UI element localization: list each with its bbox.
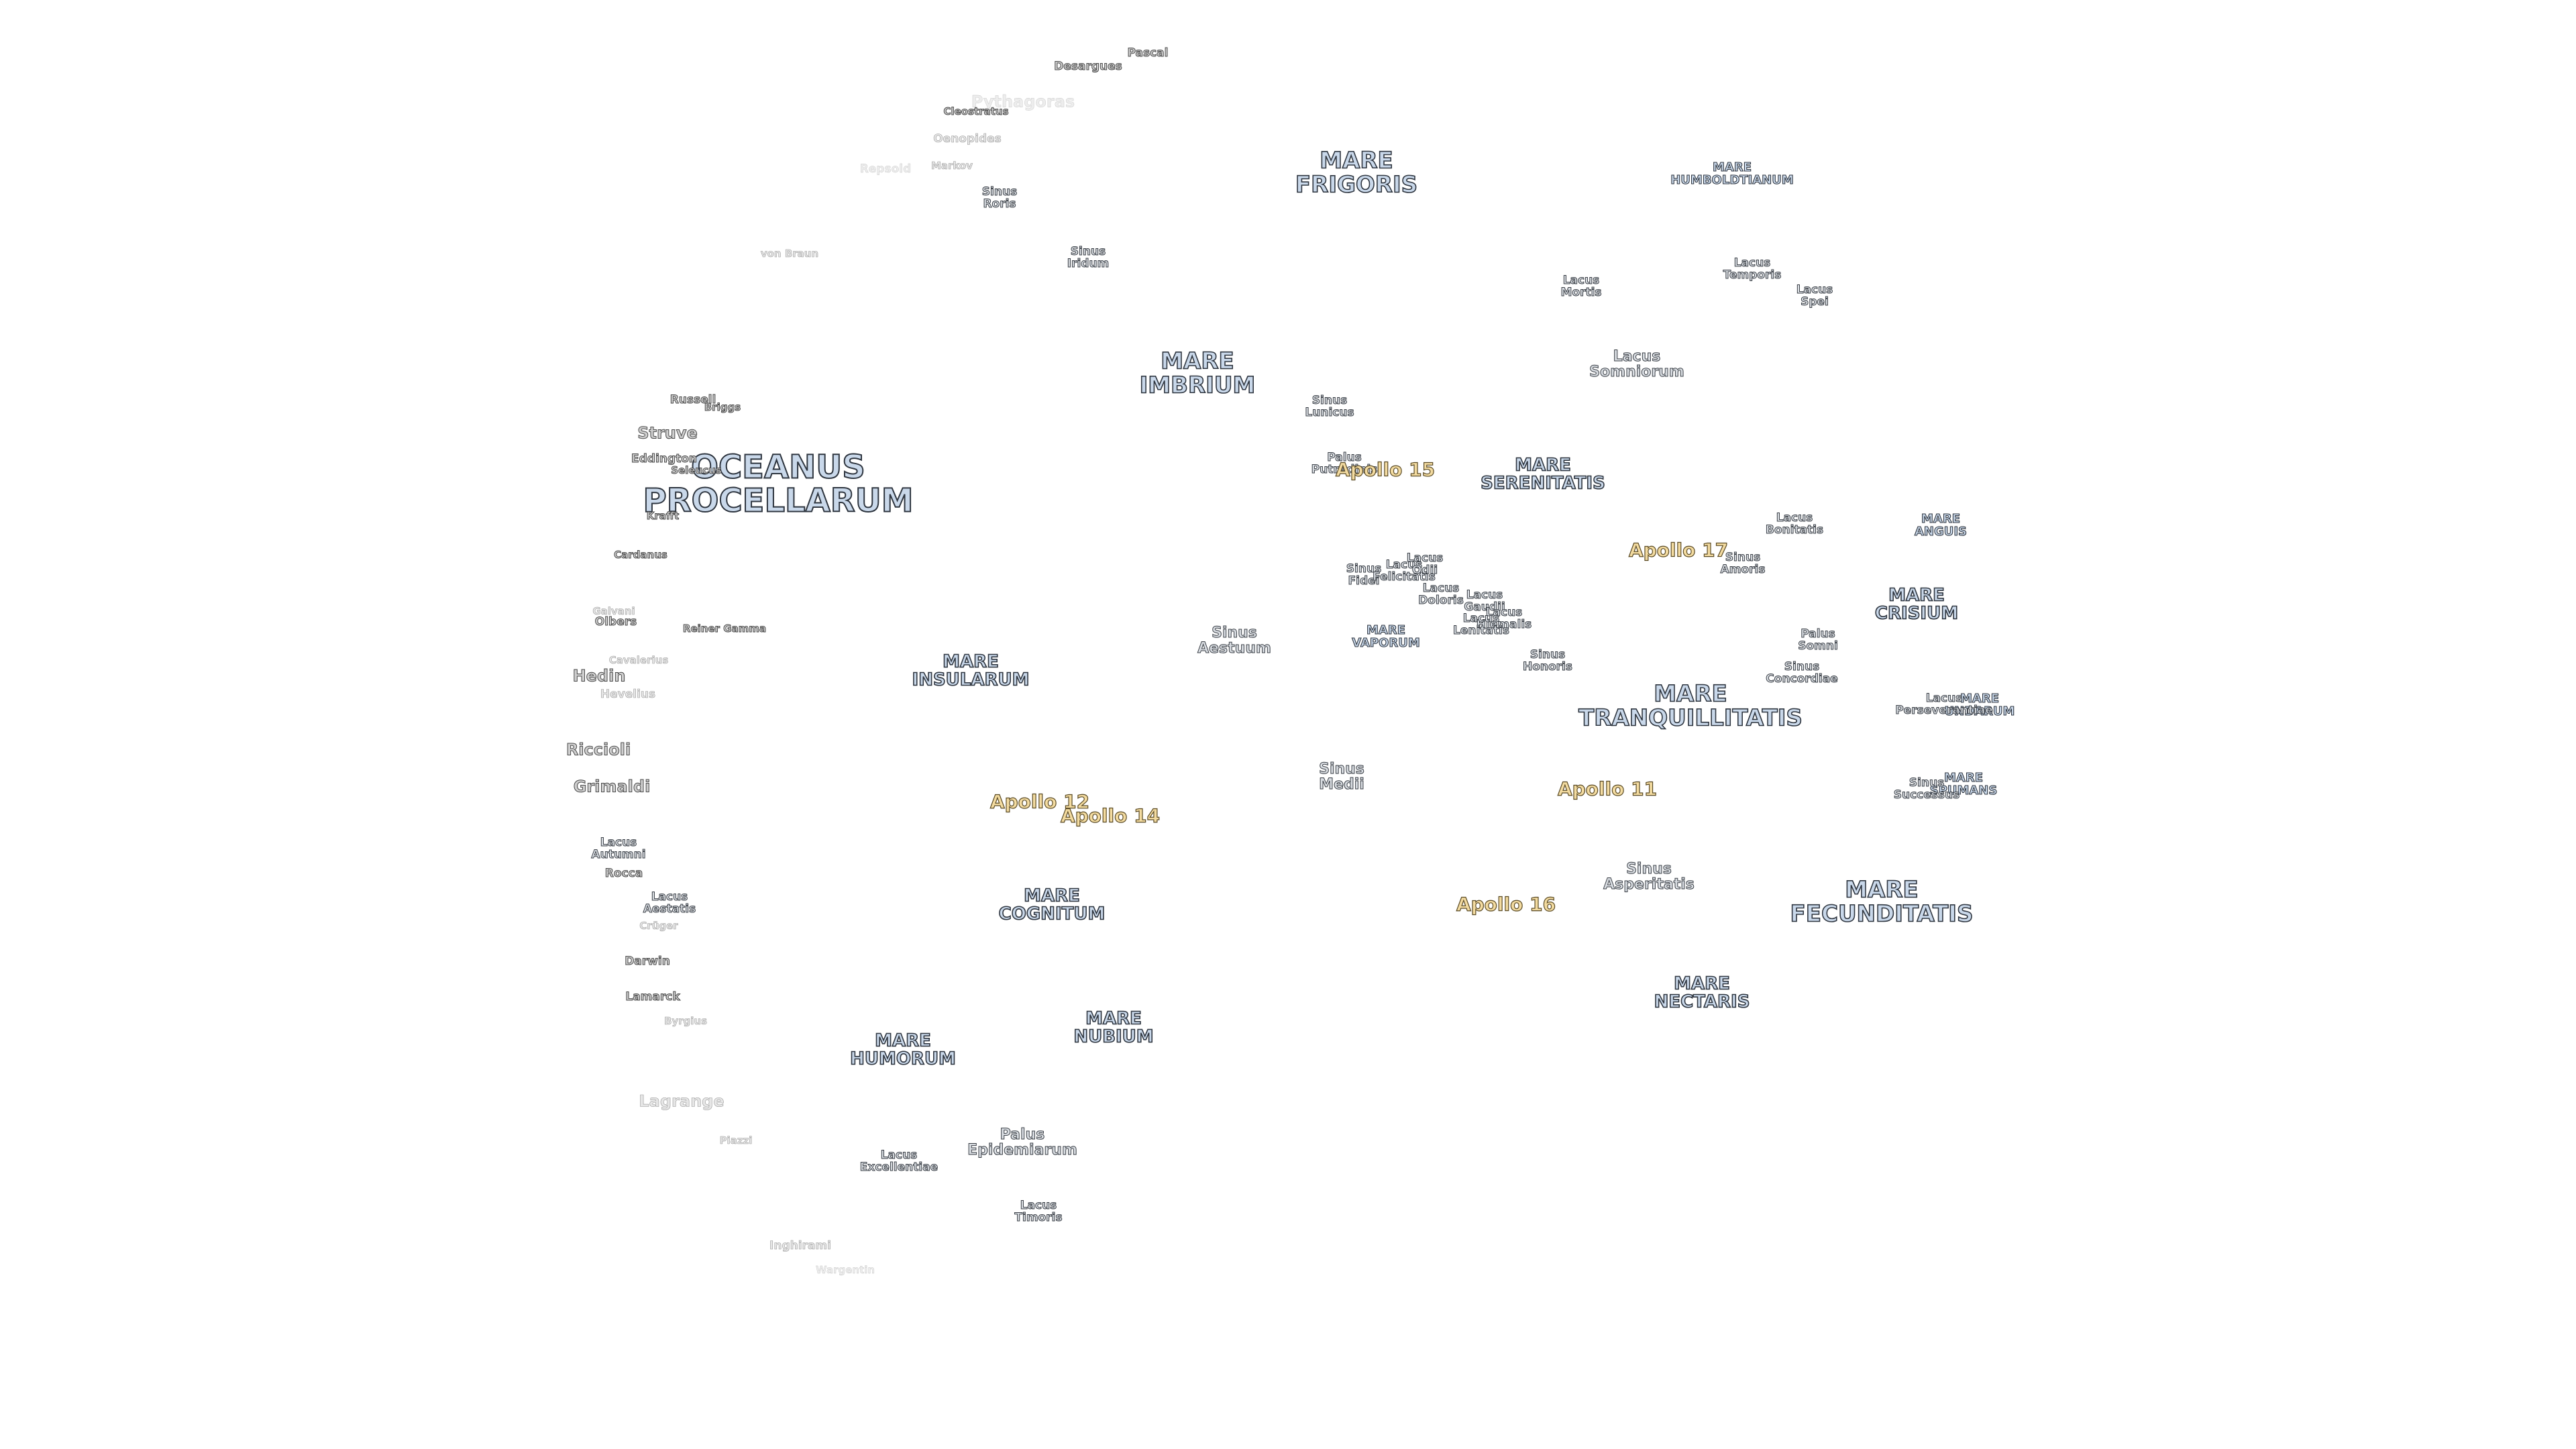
sinus-fidei-label: Sinus Fidei: [1346, 562, 1382, 588]
mare-humboldtianum-label: MARE HUMBOLDTIANUM: [1670, 160, 1794, 187]
lacus-excellentiae-label: Lacus Excellentiae: [859, 1148, 938, 1174]
crater-cavalerius-label: Cavalerius: [608, 654, 669, 667]
crater-von-braun-label: von Braun: [760, 248, 819, 260]
crater-wargentin-label: Wargentin: [815, 1264, 875, 1277]
crater-lamarck-label: Lamarck: [625, 990, 680, 1004]
crater-pythagoras-label: Pythagoras: [971, 92, 1075, 111]
mare-nubium-label: MARE NUBIUM: [1073, 1008, 1155, 1047]
crater-pascal-label: Pascal: [1127, 46, 1169, 60]
crater-inghirami-label: Inghirami: [769, 1239, 832, 1253]
crater-eddington-label: Eddington: [631, 452, 698, 466]
apollo-16-label: Apollo 16: [1456, 893, 1556, 916]
lacus-hiemalis-label: Lacus Hiemalis: [1476, 606, 1532, 631]
palus-putredinis-label: Palus Putredinis: [1311, 451, 1378, 476]
lacus-spei-label: Lacus Spei: [1796, 283, 1833, 309]
lacus-timoris-label: Lacus Timoris: [1014, 1199, 1063, 1224]
crater-repsold-label: Repsold: [859, 162, 912, 176]
sinus-amoris-label: Sinus Amoris: [1720, 551, 1766, 576]
mare-humorum-label: MARE HUMORUM: [849, 1030, 956, 1069]
crater-hevelius-label: Hevelius: [600, 688, 656, 702]
lacus-somniorum-label: Lacus Somniorum: [1589, 347, 1685, 380]
sinus-aestuum-label: Sinus Aestuum: [1197, 624, 1272, 657]
crater-crueger-label: Crüger: [639, 920, 678, 932]
palus-somni-label: Palus Somni: [1798, 627, 1839, 653]
crater-byrgius-label: Byrgius: [663, 1015, 708, 1028]
crater-markov-label: Markov: [930, 160, 973, 172]
mare-tranquillitatis-label: MARE TRANQUILLITATIS: [1578, 680, 1803, 731]
crater-desargues-label: Desargues: [1054, 60, 1123, 74]
apollo-15-label: Apollo 15: [1335, 458, 1436, 481]
mare-serenitatis-label: MARE SERENITATIS: [1480, 455, 1605, 494]
mare-vaporum-label: MARE VAPORUM: [1352, 623, 1421, 650]
lacus-odii-label: Lacus Odii: [1406, 551, 1444, 577]
mare-insularum-label: MARE INSULARUM: [912, 651, 1030, 690]
mare-fecunditatis-label: MARE FECUNDITATIS: [1790, 876, 1974, 927]
crater-piazzi-label: Piazzi: [719, 1134, 753, 1147]
apollo-17-label: Apollo 17: [1628, 539, 1729, 561]
mare-nectaris-label: MARE NECTARIS: [1654, 973, 1750, 1012]
crater-oenopides-label: Oenopides: [933, 132, 1002, 146]
crater-galvani-label: Galvani: [592, 605, 635, 618]
sinus-iridum-label: Sinus Iridum: [1067, 245, 1110, 270]
crater-hedin-label: Hedin: [572, 666, 626, 686]
sinus-lunicus-label: Sinus Lunicus: [1305, 394, 1354, 419]
crater-cardanus-label: Cardanus: [614, 549, 668, 561]
sinus-roris-label: Sinus Roris: [981, 185, 1018, 211]
lacus-lenitatis-label: Lacus Lenitatis: [1453, 612, 1510, 637]
palus-epidemiarum-label: Palus Epidemiarum: [967, 1126, 1078, 1159]
crater-russell-label: Russell: [669, 393, 716, 407]
crater-struve-label: Struve: [637, 423, 698, 443]
mare-cognitum-label: MARE COGNITUM: [998, 885, 1106, 924]
lacus-gaudii-label: Lacus Gaudii: [1464, 588, 1505, 614]
crater-seleucus-label: Seleucus: [671, 464, 722, 477]
lacus-mortis-label: Lacus Mortis: [1560, 274, 1602, 299]
mare-imbrium-label: MARE IMBRIUM: [1139, 347, 1256, 398]
lacus-perseverantiae-label: Lacus Perseverantiae: [1895, 692, 1994, 717]
apollo-14-label: Apollo 14: [1060, 804, 1161, 827]
crater-rocca-label: Rocca: [604, 867, 643, 881]
sinus-medii-label: Sinus Medii: [1319, 760, 1365, 793]
mare-anguis-label: MARE ANGUIS: [1914, 512, 1968, 539]
sinus-honoris-label: Sinus Honoris: [1522, 648, 1573, 674]
crater-lagrange-label: Lagrange: [639, 1091, 724, 1111]
oceanus-procellarum-label: OCEANUS PROCELLARUM: [643, 448, 914, 520]
crater-grimaldi-label: Grimaldi: [573, 777, 651, 796]
apollo-11-label: Apollo 11: [1557, 777, 1658, 800]
sinus-successus-label: Sinus Successus: [1893, 776, 1960, 802]
lacus-aestatis-label: Lacus Aestatis: [643, 890, 696, 916]
mare-undarum-label: MARE UNDARUM: [1944, 692, 2015, 718]
sinus-asperitatis-label: Sinus Asperitatis: [1603, 860, 1695, 893]
crater-olbers-label: Olbers: [594, 615, 637, 629]
lacus-bonitatis-label: Lacus Bonitatis: [1765, 511, 1824, 537]
lacus-autumni-label: Lacus Autumni: [591, 836, 646, 861]
lacus-temporis-label: Lacus Temporis: [1723, 256, 1782, 282]
mare-spumans-label: MARE SPUMANS: [1929, 771, 1998, 798]
crater-cleostratus-label: Cleostratus: [943, 105, 1009, 118]
lacus-doloris-label: Lacus Doloris: [1418, 582, 1464, 607]
crater-darwin-label: Darwin: [625, 955, 671, 969]
crater-briggs-label: Briggs: [704, 401, 741, 414]
mare-crisium-label: MARE CRISIUM: [1874, 585, 1959, 624]
crater-riccioli-label: Riccioli: [566, 740, 631, 759]
apollo-12-label: Apollo 12: [989, 790, 1090, 813]
crater-reiner-gamma-label: Reiner Gamma: [682, 623, 767, 635]
mare-frigoris-label: MARE FRIGORIS: [1295, 147, 1418, 198]
crater-krafft-label: Krafft: [646, 510, 680, 523]
sinus-concordiae-label: Sinus Concordiae: [1766, 660, 1838, 686]
lacus-felicitatis-label: Lacus Felicitatis: [1373, 558, 1436, 584]
